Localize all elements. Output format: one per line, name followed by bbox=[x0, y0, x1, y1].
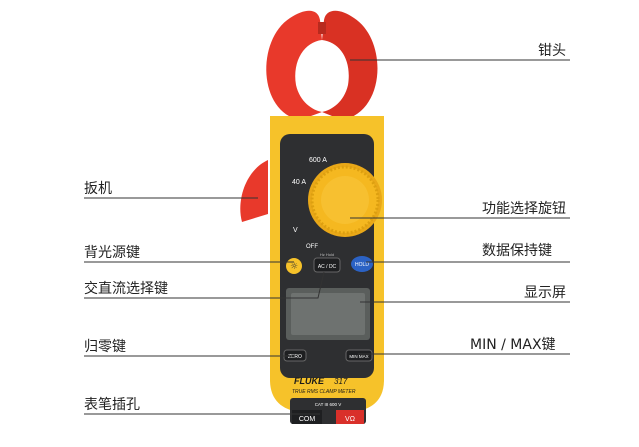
minmax-button-label: MIN MAX bbox=[349, 354, 368, 359]
com-jack[interactable]: COM bbox=[292, 410, 322, 424]
leader-acdc bbox=[84, 271, 325, 299]
cat-rating: CAT III 600 V bbox=[315, 402, 342, 407]
label-jaw: 钳头 bbox=[538, 43, 566, 59]
label-rotary-switch: 功能选择旋钮 bbox=[482, 201, 566, 217]
label-acdc: 交直流选择键 bbox=[84, 281, 168, 297]
acdc-button[interactable]: AC / DC Hz Hold bbox=[313, 252, 341, 273]
label-hold: 数据保持键 bbox=[482, 243, 552, 259]
range-600a: 600 A bbox=[309, 157, 327, 164]
clamp-jaw bbox=[266, 10, 378, 120]
brand-logo: FLUKE bbox=[294, 376, 325, 386]
v-ohm-jack-label: VΩ bbox=[345, 416, 355, 423]
hold-button[interactable]: HOLD bbox=[351, 256, 373, 272]
rotary-switch[interactable] bbox=[308, 163, 382, 237]
trigger[interactable] bbox=[240, 160, 268, 222]
range-v: V bbox=[293, 227, 298, 234]
sun-icon: ☼ bbox=[290, 262, 298, 272]
com-jack-label: COM bbox=[299, 416, 316, 423]
label-display: 显示屏 bbox=[524, 285, 566, 301]
minmax-button[interactable]: MIN MAX bbox=[345, 349, 373, 362]
lcd-screen bbox=[291, 293, 365, 335]
label-jacks: 表笔插孔 bbox=[84, 397, 140, 413]
zero-button-label: ZERO bbox=[288, 354, 302, 360]
acdc-button-label: AC / DC bbox=[318, 264, 337, 270]
acdc-small-label: Hz Hold bbox=[320, 252, 334, 257]
range-off: OFF bbox=[306, 244, 318, 250]
label-zero: 归零键 bbox=[84, 339, 126, 355]
model-number: 317 bbox=[334, 377, 348, 386]
leader-lines bbox=[84, 59, 570, 415]
backlight-button[interactable]: ☼ bbox=[286, 258, 302, 274]
meter-subtitle: TRUE RMS CLAMP METER bbox=[292, 389, 356, 395]
v-ohm-jack[interactable]: VΩ bbox=[336, 410, 364, 424]
label-minmax: MIN / MAX键 bbox=[470, 337, 556, 353]
hold-button-label: HOLD bbox=[355, 262, 369, 268]
label-trigger: 扳机 bbox=[84, 181, 112, 197]
range-40a: 40 A bbox=[292, 179, 306, 186]
label-backlight: 背光源键 bbox=[84, 245, 140, 261]
